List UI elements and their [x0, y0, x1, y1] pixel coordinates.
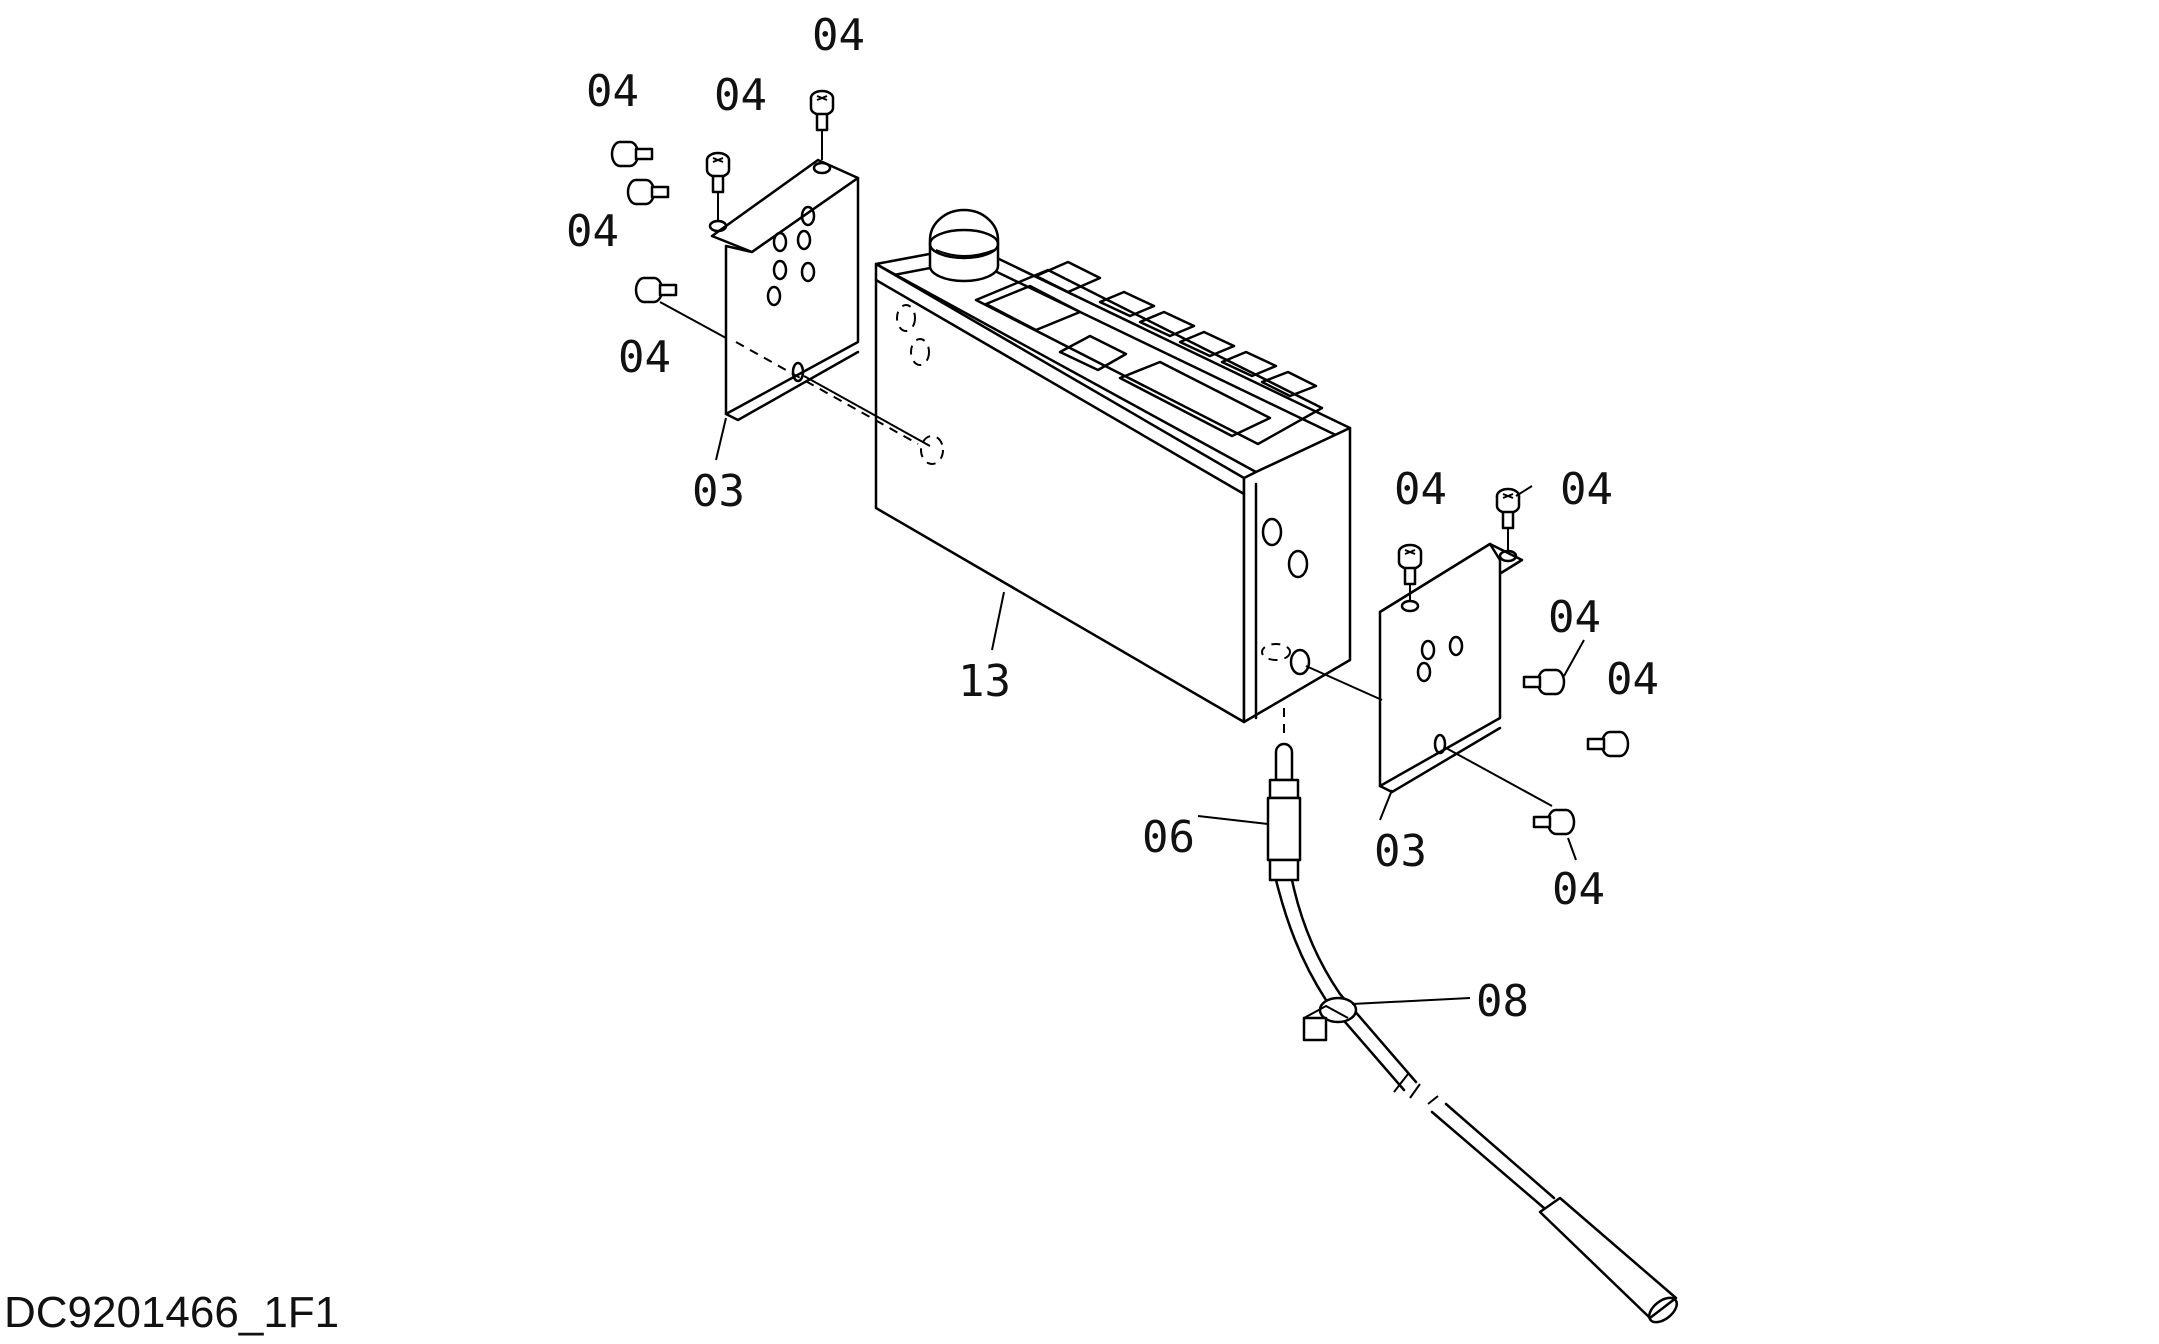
bolt — [610, 140, 654, 168]
callout-bolt: 04 — [618, 332, 671, 383]
bolt — [1397, 543, 1423, 586]
callout-bolt: 04 — [1606, 654, 1659, 705]
left-bracket — [659, 158, 931, 447]
drawing-code: DC9201466_1F1 — [4, 1288, 340, 1337]
leader-lines — [715, 417, 1585, 1005]
right-bracket — [1305, 542, 1553, 807]
bolt — [1522, 668, 1566, 696]
bolt — [1586, 730, 1630, 758]
bolt — [1532, 808, 1576, 836]
callout-bolt: 04 — [1548, 592, 1601, 643]
bolt — [705, 151, 731, 194]
sensor-assembly — [1266, 708, 1679, 1324]
callout-bolt: 04 — [566, 206, 619, 257]
callout-monitor: 13 — [958, 656, 1011, 707]
callout-bolt: 04 — [812, 10, 865, 61]
callout-bolt: 04 — [714, 70, 767, 121]
callout-bolt: 04 — [1560, 464, 1613, 515]
callout-sensor: 06 — [1142, 812, 1195, 863]
bolt — [634, 276, 678, 304]
callout-clamp: 08 — [1476, 976, 1529, 1027]
callout-bracket: 03 — [692, 466, 745, 517]
callout-bolt: 04 — [586, 66, 639, 117]
callout-labels: 04 04 04 04 04 03 13 04 04 04 04 06 03 0… — [566, 10, 1659, 1027]
bolts — [610, 89, 1630, 836]
bolt — [1495, 487, 1521, 530]
callout-bracket: 03 — [1374, 826, 1427, 877]
monitor-unit — [874, 208, 1352, 724]
bolt — [809, 89, 835, 132]
callout-bolt: 04 — [1394, 464, 1447, 515]
bolt — [626, 178, 670, 206]
callout-bolt: 04 — [1552, 864, 1605, 915]
